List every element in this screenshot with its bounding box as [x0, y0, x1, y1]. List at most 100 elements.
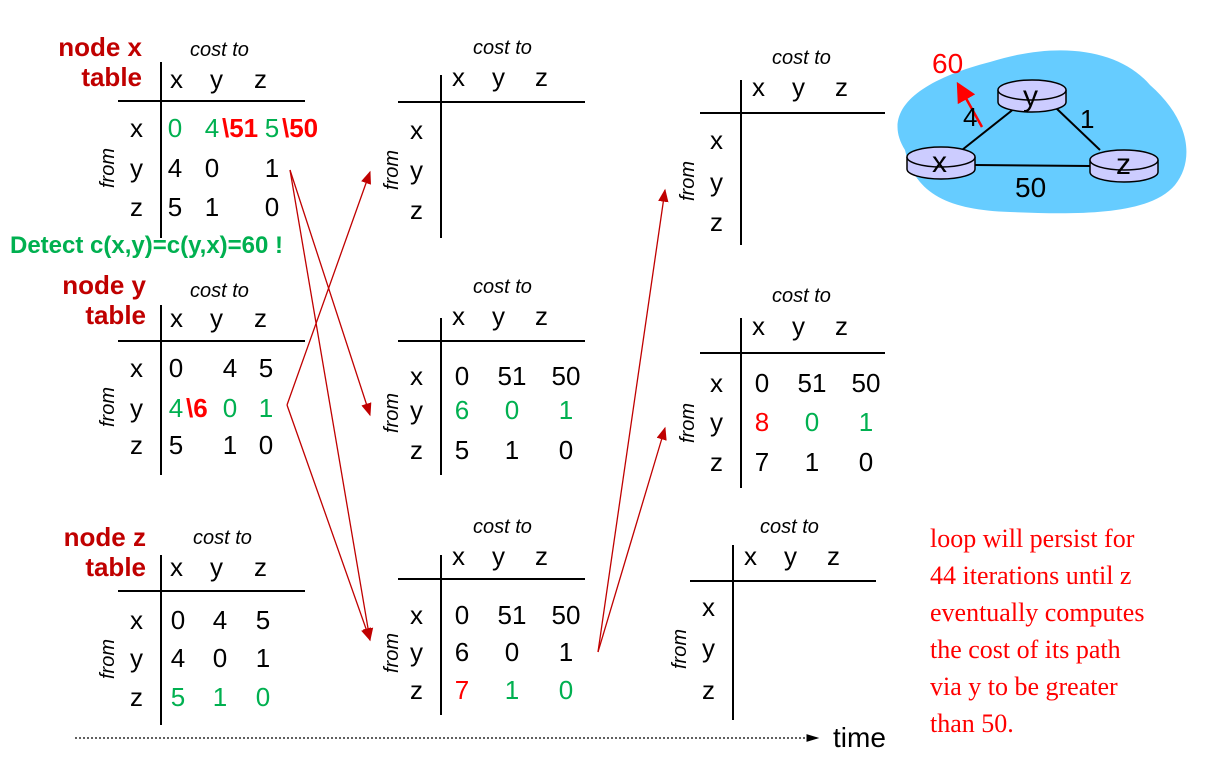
link-x-y — [961, 107, 1016, 151]
table-cell: 4 — [222, 353, 238, 383]
router-y-icon — [997, 79, 1067, 113]
row-header: z — [130, 682, 143, 712]
from-label: from — [677, 161, 699, 201]
table-cell: 0 — [255, 682, 271, 712]
column-header: x — [752, 311, 765, 341]
table-cell: 1 — [212, 682, 228, 712]
table-cell: 4 — [167, 153, 183, 183]
row-header: y — [410, 395, 423, 425]
table-cell: 1 — [264, 153, 280, 183]
note-line: loop will persist for — [930, 524, 1135, 553]
table-divider-horizontal — [398, 578, 585, 580]
column-header: y — [210, 552, 223, 582]
table-divider-horizontal — [398, 101, 585, 103]
update-arrow — [289, 169, 374, 642]
update-arrow — [286, 170, 371, 406]
link-y-z — [1055, 107, 1101, 151]
table-cell: 1 — [558, 395, 574, 425]
row-header: x — [410, 361, 423, 391]
row-header: x — [710, 125, 723, 155]
time-label: time — [833, 722, 886, 753]
table-cell: 0 — [168, 353, 184, 383]
node-x-title: node x — [58, 32, 142, 62]
row-header: y — [130, 393, 143, 423]
row-header: z — [410, 435, 423, 465]
column-header: z — [535, 541, 548, 571]
table-cell: 5 — [258, 353, 274, 383]
table-cell: 0 — [454, 600, 470, 630]
note-line: via y to be greater — [930, 672, 1118, 701]
table-divider-vertical — [740, 318, 742, 488]
column-header: y — [210, 64, 223, 94]
table-cell: 0 — [258, 430, 274, 460]
column-header: y — [492, 541, 505, 571]
row-header: y — [710, 167, 723, 197]
from-label: from — [381, 632, 403, 673]
cost-to-label: cost to — [190, 280, 249, 302]
table-cell: 7 — [754, 447, 770, 477]
from-label: from — [97, 386, 119, 427]
cost-to-label: cost to — [473, 516, 532, 538]
from-label: from — [381, 393, 403, 433]
table-cell: 0 — [204, 153, 220, 183]
cost-to-label: cost to — [193, 527, 252, 549]
table-cell: 50 — [551, 600, 581, 630]
column-header: y — [210, 303, 223, 333]
column-header: x — [744, 541, 757, 571]
row-header: x — [130, 113, 143, 143]
table-cell: 8 — [754, 407, 770, 437]
row-header: y — [702, 633, 715, 663]
table-cell: 1 — [504, 675, 520, 705]
column-header: y — [784, 541, 797, 571]
node-z-subtitle: table — [85, 552, 146, 582]
column-header: z — [827, 541, 840, 571]
table-cell: 0 — [222, 393, 238, 423]
row-header: z — [410, 195, 423, 225]
row-header: z — [410, 675, 423, 705]
table-cell: 0 — [558, 435, 574, 465]
node-z-title: node z — [63, 522, 146, 552]
update-arrow — [597, 188, 669, 653]
table-cell: 1 — [258, 393, 274, 423]
row-header: y — [410, 637, 423, 667]
router-x-label: x — [932, 146, 947, 179]
row-header: z — [702, 675, 715, 705]
updated-value: \6 — [186, 393, 208, 423]
from-label: from — [669, 628, 691, 669]
table-cell: 0 — [212, 643, 228, 673]
table-cell: 50 — [851, 368, 881, 398]
table-cell: 4 — [170, 643, 186, 673]
table-cell: 6 — [454, 637, 470, 667]
column-header: x — [452, 301, 465, 331]
note-line: eventually computes — [930, 598, 1145, 627]
table-cell: 1 — [504, 435, 520, 465]
node-y-title: node y — [62, 270, 146, 300]
column-header: z — [254, 552, 267, 582]
table-cell: 51 — [497, 600, 527, 630]
column-header: x — [170, 64, 183, 94]
row-header: x — [410, 115, 423, 145]
note-line: 44 iterations until z — [930, 561, 1132, 590]
table-cell: 0 — [858, 447, 874, 477]
detect-message: Detect c(x,y)=c(y,x)=60 ! — [10, 232, 284, 259]
updated-value: \51 — [222, 113, 259, 143]
table-cell: 5 — [264, 113, 280, 143]
row-header: y — [410, 155, 423, 185]
column-header: x — [170, 303, 183, 333]
table-cell: 4 — [212, 605, 228, 635]
router-y-label: y — [1023, 80, 1038, 113]
table-divider-vertical — [440, 75, 442, 238]
table-cell: 5 — [454, 435, 470, 465]
table-cell: 1 — [858, 407, 874, 437]
row-header: z — [710, 447, 723, 477]
table-divider-horizontal — [700, 352, 885, 354]
table-divider-horizontal — [118, 100, 305, 102]
table-cell: 0 — [167, 113, 183, 143]
update-arrow — [286, 404, 372, 642]
column-header: x — [452, 541, 465, 571]
row-header: x — [702, 592, 715, 622]
table-cell: 7 — [454, 675, 470, 705]
row-header: y — [710, 407, 723, 437]
table-divider-vertical — [740, 80, 742, 245]
